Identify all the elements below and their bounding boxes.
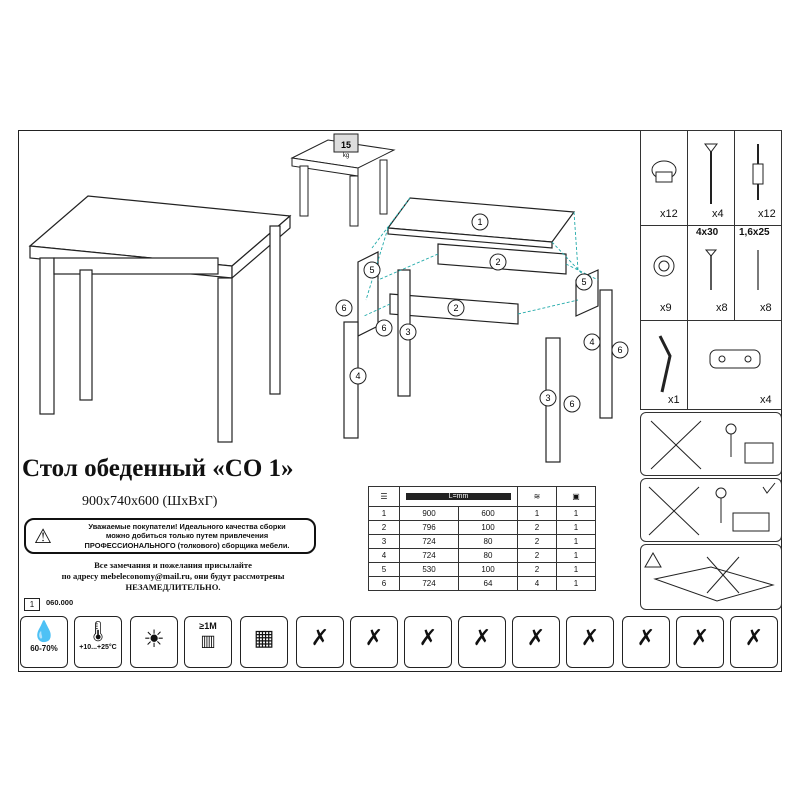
hw-size-1: 4x30: [696, 227, 719, 238]
hw-qty-1: x12: [660, 208, 678, 220]
notice-line-3: ПРОФЕССИОНАЛЬНОГО (толкового) сборщика м…: [84, 540, 290, 550]
humidity-value: 60-70%: [30, 644, 58, 653]
care-icons-row: 💧 60-70% 🌡 +10...+25°C ☀ ≥1M ▥ ▦ ✗ ✗ ✗ ✗…: [18, 612, 782, 672]
load-test-drawing: [290, 133, 396, 227]
contact-line-2: по адресу mebeleconomy@mail.ru, они буду…: [61, 571, 285, 582]
temperature-icon: 🌡 +10...+25°C: [74, 616, 122, 668]
no-standing-icon: ✗: [566, 616, 614, 668]
humidity-icon: 💧 60-70%: [20, 616, 68, 668]
package-icon: ▣: [556, 486, 596, 507]
product-dimensions: 900x740x600 (ШxВxГ): [82, 494, 218, 509]
hw-size-2: 1,6x25: [739, 227, 770, 238]
callout-3a: 3: [405, 327, 410, 337]
load-unit: kg: [343, 153, 349, 159]
contact-line-3: НЕЗАМЕДЛИТЕЛЬНО.: [125, 582, 221, 593]
callout-layer: 1 2 2 3 3 4 4 5 5 6 6 6 6: [335, 213, 629, 413]
temperature-value: +10...+25°C: [79, 644, 117, 651]
callout-5b: 5: [581, 277, 586, 287]
no-impact-icon: ✗: [458, 616, 506, 668]
product-title: Стол обеденный «СО 1»: [22, 455, 294, 482]
no-leaning-icon: ✗: [676, 616, 724, 668]
bracket-icon: [709, 349, 761, 369]
callout-3b: 3: [545, 393, 550, 403]
load-value: 15: [341, 140, 351, 150]
ruler-header: L=mm: [399, 486, 518, 507]
callout-6c: 6: [617, 345, 622, 355]
no-heavy-icon: ✗: [512, 616, 560, 668]
hw-qty-6: x8: [760, 302, 772, 314]
hardware-drawings: [651, 143, 764, 393]
no-solvent-icon: ✗: [404, 616, 452, 668]
callout-2a: 2: [495, 257, 500, 267]
notice-line-2: можно добиться только путем привлечения: [105, 531, 269, 541]
callout-4a: 4: [355, 371, 360, 381]
no-climbing-icon: ✗: [730, 616, 778, 668]
assembly-notice: ⚠ Уважаемые покупатели! Идеального качес…: [24, 518, 316, 554]
hw-qty-2: x4: [712, 208, 724, 220]
callout-1: 1: [477, 217, 482, 227]
warning-floor: [640, 544, 782, 610]
distance-value: ≥1M: [199, 621, 217, 631]
hardware-panel: x12 x4 x12 4x30 1,6x25 x9 x8 x8 x1 x4: [640, 130, 782, 410]
hw-qty-4: x9: [660, 302, 672, 314]
warning-lifting: [640, 412, 782, 476]
stack-icon: ≋: [517, 486, 557, 507]
number-column-icon: ☰: [368, 486, 400, 507]
no-sitting-icon: ✗: [622, 616, 670, 668]
callout-6a: 6: [341, 303, 346, 313]
contact-line-1: Все замечания и пожелания присылайте: [94, 560, 252, 570]
contact-text: Все замечания и пожелания присылайте по …: [28, 560, 318, 594]
hw-qty-7: x1: [668, 394, 680, 406]
hex-key-icon: [658, 335, 672, 393]
callout-6b: 6: [381, 323, 386, 333]
callout-2b: 2: [453, 303, 458, 313]
no-hammer-icon: ✗: [350, 616, 398, 668]
no-cleaning-icon: ✗: [296, 616, 344, 668]
heater-distance-icon: ≥1M ▥: [184, 616, 232, 668]
notice-line-1: Уважаемые покупатели! Идеального качеств…: [88, 522, 286, 532]
callout-6d: 6: [569, 399, 574, 409]
page-number: 1: [24, 598, 40, 611]
sunlight-icon: ☀: [130, 616, 178, 668]
assembly-illustration: 15 kg: [28, 133, 613, 463]
warning-carrying: [640, 478, 782, 542]
window-icon: ▦: [240, 616, 288, 668]
hw-qty-5: x8: [716, 302, 728, 314]
ruler-label: L=mm: [406, 493, 511, 500]
callout-5a: 5: [369, 265, 374, 275]
hw-qty-3: x12: [758, 208, 776, 220]
hw-qty-8: x4: [760, 394, 772, 406]
callout-4b: 4: [589, 337, 594, 347]
doc-code: 060.000: [46, 598, 74, 607]
warning-icon: ⚠: [34, 525, 52, 548]
